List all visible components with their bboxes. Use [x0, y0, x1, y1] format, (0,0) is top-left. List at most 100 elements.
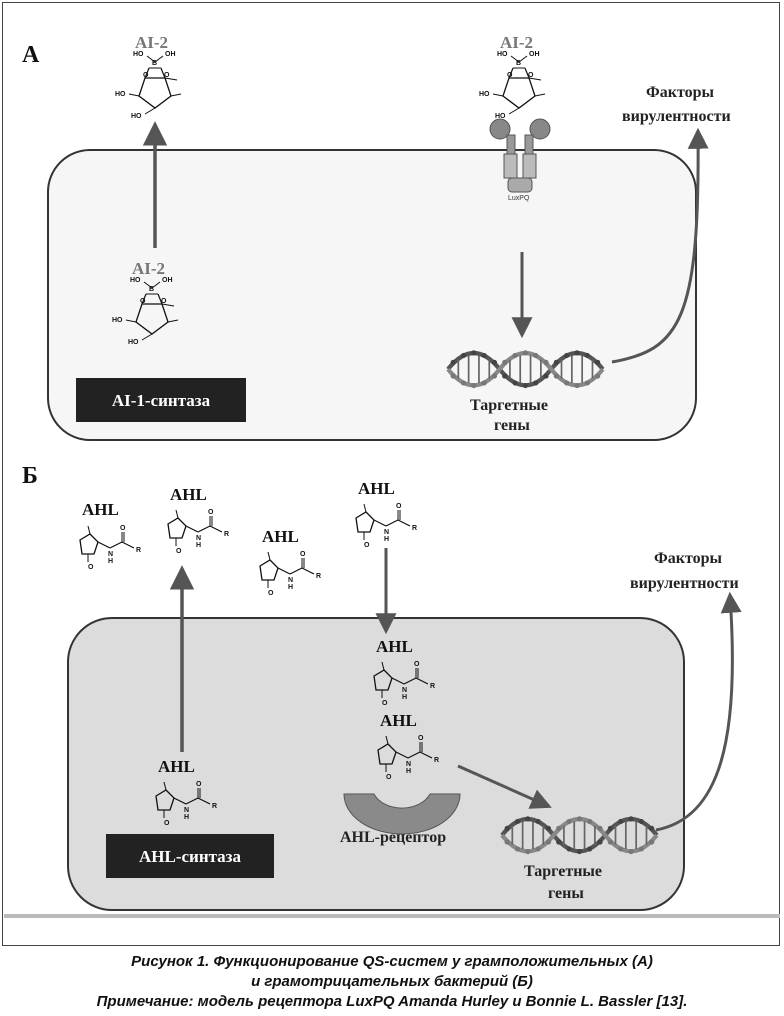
svg-text:N: N — [196, 535, 201, 542]
svg-text:OH: OH — [529, 51, 540, 58]
svg-text:O: O — [507, 72, 513, 79]
svg-text:O: O — [268, 590, 274, 597]
svg-text:HO: HO — [495, 113, 506, 120]
svg-text:N: N — [406, 761, 411, 768]
ahl-receptor-label: AHL-рецептор — [340, 829, 446, 846]
svg-text:N: N — [402, 687, 407, 694]
svg-text:H: H — [402, 694, 407, 701]
svg-text:B: B — [152, 60, 157, 67]
svg-text:B: B — [516, 60, 521, 67]
svg-text:R: R — [430, 683, 435, 690]
svg-text:O: O — [528, 72, 534, 79]
svg-text:N: N — [288, 577, 293, 584]
luxpq-label: LuxPQ — [508, 195, 530, 202]
svg-text:O: O — [196, 781, 202, 788]
svg-text:HO: HO — [130, 277, 141, 284]
svg-text:O: O — [164, 820, 170, 827]
svg-text:HO: HO — [115, 91, 126, 98]
svg-text:R: R — [224, 531, 229, 538]
svg-text:R: R — [136, 547, 141, 554]
svg-text:O: O — [418, 735, 424, 742]
figure-frame — [2, 2, 780, 946]
svg-text:H: H — [406, 768, 411, 775]
panel-a-label: А — [22, 42, 40, 68]
luxpq-receptor: LuxPQ — [489, 118, 551, 202]
ahl-outside-2-molecule: O N H O R — [167, 509, 229, 555]
svg-text:HO: HO — [479, 91, 490, 98]
ahl-outside-1-molecule: O N H O R — [79, 525, 141, 571]
svg-text:N: N — [384, 529, 389, 536]
svg-text:HO: HO — [112, 317, 123, 324]
svg-text:R: R — [412, 525, 417, 532]
ai1-synthase-label: AI-1-синтаза — [112, 391, 211, 410]
ai2-inside-molecule: HO OH B O O HO HO — [112, 277, 179, 346]
ahl-bound-label: AHL — [380, 711, 417, 730]
svg-text:O: O — [396, 503, 402, 510]
svg-text:O: O — [208, 509, 214, 516]
svg-text:HO: HO — [497, 51, 508, 58]
svg-text:OH: OH — [165, 51, 176, 58]
svg-text:HO: HO — [131, 113, 142, 120]
svg-text:H: H — [108, 558, 113, 565]
svg-text:R: R — [212, 803, 217, 810]
svg-text:R: R — [434, 757, 439, 764]
svg-text:HO: HO — [133, 51, 144, 58]
svg-text:H: H — [184, 814, 189, 821]
svg-text:O: O — [382, 700, 388, 707]
figure-caption: Рисунок 1. Функционирование QS-систем у … — [0, 952, 784, 1012]
ahl-imported-molecule: O N H O R — [373, 661, 435, 707]
receptor-activation-arrow — [457, 764, 552, 809]
caption-line-2: и грамотрицательных бактерий (Б) — [251, 973, 533, 990]
ahl-receptor-shape — [343, 793, 461, 835]
panel-b-label: Б — [22, 463, 38, 489]
svg-text:R: R — [316, 573, 321, 580]
svg-text:N: N — [184, 807, 189, 814]
virulence-arrow-a — [611, 127, 709, 364]
ahl-outside-4-molecule: O N H O R — [355, 503, 417, 549]
ahl-outside-2-label: AHL — [170, 485, 207, 504]
ai2-bound-molecule: HO OH B O O HO HO — [479, 51, 546, 120]
svg-text:H: H — [288, 584, 293, 591]
ai2-outside-molecule: HO OH B O O HO HO — [115, 51, 182, 120]
svg-text:OH: OH — [162, 277, 173, 284]
virulence-a-line1: Факторы — [646, 84, 715, 101]
svg-text:O: O — [143, 72, 149, 79]
virulence-arrow-b — [655, 591, 742, 832]
svg-text:H: H — [384, 536, 389, 543]
ahl-outside-4-label: AHL — [358, 479, 395, 498]
caption-note: Примечание: модель рецептора LuxPQ Amand… — [96, 993, 688, 1010]
ai1-synthase-box — [76, 378, 246, 422]
virulence-a-line2: вирулентности — [622, 108, 731, 125]
svg-text:HO: HO — [128, 339, 139, 346]
ai2-outside-label: AI-2 — [135, 33, 168, 52]
ahl-bound-molecule: O N H O R — [377, 735, 439, 781]
target-genes-b-line2: гены — [548, 885, 584, 902]
virulence-b-line2: вирулентности — [630, 575, 739, 592]
target-genes-a-line1: Таргетные — [470, 397, 548, 414]
gram-positive-cell — [47, 149, 697, 441]
svg-text:O: O — [140, 298, 146, 305]
svg-text:B: B — [149, 286, 154, 293]
svg-text:O: O — [120, 525, 126, 532]
ahl-inside-molecule: O N H O R — [155, 781, 217, 827]
virulence-b-line1: Факторы — [654, 550, 723, 567]
ahl-imported-label: AHL — [376, 637, 413, 656]
svg-text:O: O — [88, 564, 94, 571]
svg-text:N: N — [108, 551, 113, 558]
svg-text:O: O — [176, 548, 182, 555]
svg-text:O: O — [414, 661, 420, 668]
svg-text:O: O — [364, 542, 370, 549]
svg-text:O: O — [300, 551, 306, 558]
ahl-synthase-box — [106, 834, 274, 878]
ahl-outside-3-molecule: O N H O R — [259, 551, 321, 597]
target-genes-b-line1: Таргетные — [524, 863, 602, 880]
ahl-outside-3-label: AHL — [262, 527, 299, 546]
caption-line-1: Рисунок 1. Функционирование QS-систем у … — [131, 953, 653, 970]
qs-diagram: А AI-2 HO OH B O O HO HO AI-2 HO OH B O … — [4, 33, 780, 918]
ai2-inside-label: AI-2 — [132, 259, 165, 278]
ai2-receptor-label: AI-2 — [500, 33, 533, 52]
ahl-synthase-label: AHL-синтаза — [139, 847, 242, 866]
ahl-outside-1-label: AHL — [82, 500, 119, 519]
svg-text:O: O — [164, 72, 170, 79]
ahl-inside-label: AHL — [158, 757, 195, 776]
